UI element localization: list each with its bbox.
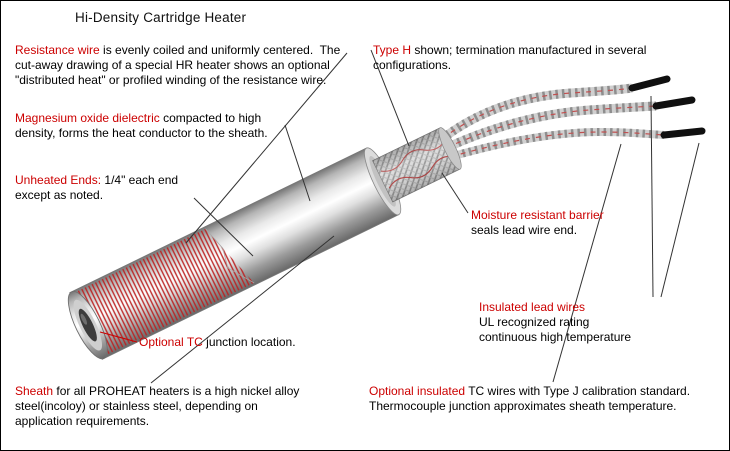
annotation-keyword: Resistance wire [15, 43, 100, 57]
annotation-keyword: Type H [373, 43, 412, 57]
annotation-text: compacted to high density, forms the hea… [15, 111, 268, 140]
leader-insulated-wires-1 [650, 95, 654, 298]
lead-wire [444, 101, 657, 153]
annotation-resistance-wire: Resistance wire is evenly coiled and uni… [15, 43, 365, 88]
annotation-keyword: Moisture resistant barrier [471, 208, 604, 222]
annotation-optional-tc: Optional TC junction location. [139, 335, 439, 350]
annotation-keyword: Insulated lead wires [479, 300, 586, 314]
cutaway-edge [205, 228, 255, 284]
heater-body [67, 127, 462, 360]
annotation-text: seals lead wire end. [471, 223, 578, 237]
termination-end-face [438, 127, 462, 170]
annotation-text: 1/4" each end except as noted. [15, 173, 179, 202]
wire-tip [660, 127, 706, 139]
annotation-keyword: Sheath [15, 384, 54, 398]
annotation-type-h: Type H shown; termination manufactured i… [373, 43, 723, 73]
annotation-sheath: Sheath for all PROHEAT heaters is a high… [15, 384, 355, 429]
annotation-text: junction location. [202, 335, 296, 349]
annotation-unheated-ends: Unheated Ends: 1/4" each end except as n… [15, 173, 235, 203]
leader-optional-tc-wires [552, 143, 622, 383]
annotation-keyword: Optional TC [139, 335, 203, 349]
wire-tip [652, 96, 696, 110]
lead-wires [439, 75, 706, 161]
leader-resistance-wire [185, 52, 348, 244]
leader-lines [99, 49, 700, 384]
annotation-moisture-barrier: Moisture resistant barrier seals lead wi… [471, 208, 671, 238]
annotation-text: is evenly coiled and uniformly centered.… [15, 43, 341, 87]
annotation-keyword: Magnesium oxide dielectric [15, 111, 160, 125]
wire-tip [628, 75, 671, 92]
annotation-text: UL recognized rating continuous high tem… [479, 315, 632, 344]
leader-sheath [150, 235, 335, 384]
annotation-insulated-lead-wires: Insulated lead wires UL recognized ratin… [479, 300, 669, 345]
tc-wire [448, 127, 665, 161]
resistance-coil [76, 228, 255, 355]
leader-insulated-wires-2 [660, 142, 700, 298]
annotation-text: TC wires with Type J calibration standar… [369, 384, 691, 413]
annotation-magnesium-oxide: Magnesium oxide dielectric compacted to … [15, 111, 315, 141]
annotation-text: for all PROHEAT heaters is a high nickel… [15, 384, 300, 428]
leader-magnesium-oxide [284, 124, 311, 202]
page-title: Hi-Density Cartridge Heater [75, 10, 247, 25]
leader-optional-tc [99, 331, 138, 343]
annotation-keyword: Optional insulated [369, 384, 466, 398]
leader-unheated-ends [193, 197, 254, 257]
annotation-keyword: Unheated Ends: [15, 173, 102, 187]
leader-type-h [370, 49, 410, 147]
annotation-text: shown; termination manufactured in sever… [373, 43, 647, 72]
annotation-optional-tc-wires: Optional insulated TC wires with Type J … [369, 384, 729, 414]
leader-moisture-barrier [441, 172, 469, 214]
lead-wire [439, 83, 633, 143]
